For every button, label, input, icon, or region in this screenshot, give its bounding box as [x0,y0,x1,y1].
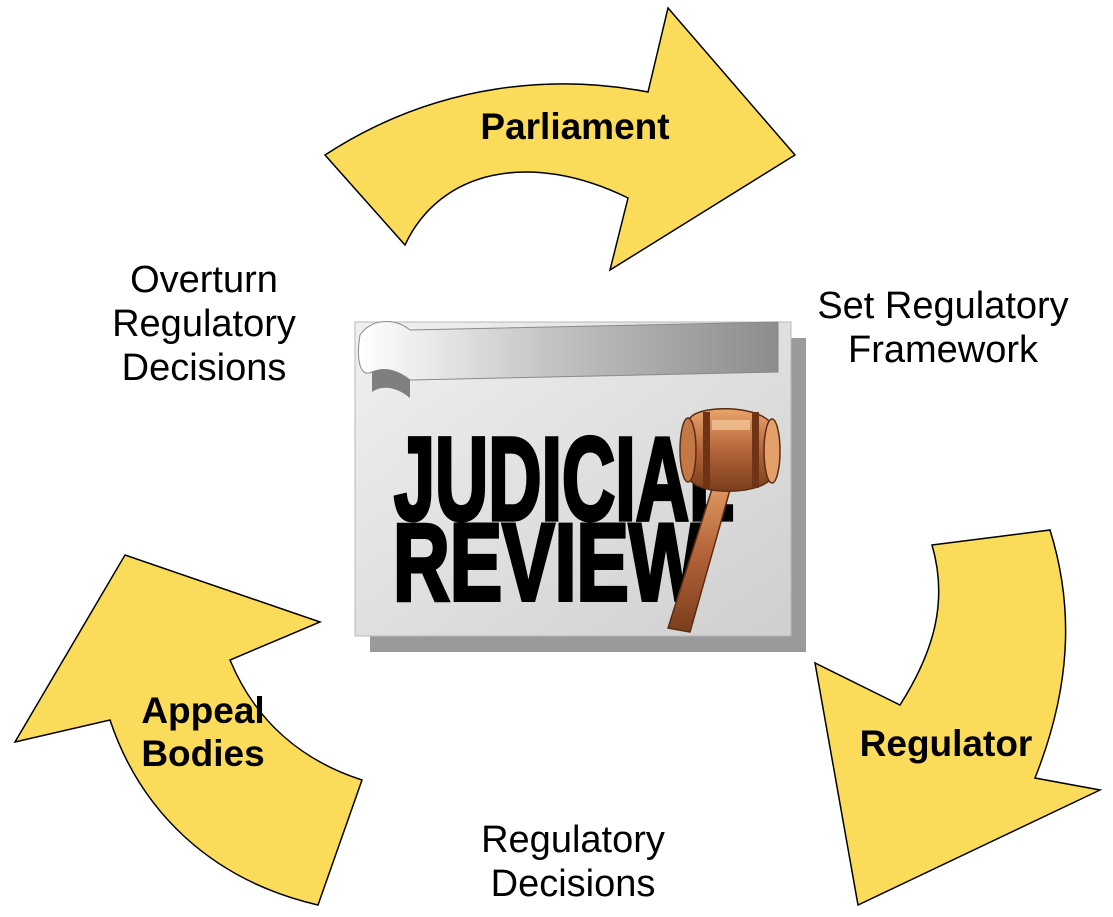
appeal-bodies-line-1: Appeal [141,690,265,731]
overturn-line-3: Decisions [121,347,287,390]
regulator-label: Regulator [826,723,1066,766]
regulatory-decisions-label: Regulatory Decisions [430,818,716,906]
overturn-line-1: Overturn [130,259,278,301]
judicial-review-image: JUDICIAL REVIEW [354,321,806,652]
set-framework-line-2: Framework [847,329,1039,372]
parliament-text: Parliament [480,106,670,147]
parliament-arrow [323,6,797,272]
regulator-arrow [814,529,1103,907]
parliament-label: Parliament [445,106,705,149]
regulator-text: Regulator [859,723,1033,764]
regulatory-decisions-line-1: Regulatory [481,819,665,861]
appeal-bodies-line-2: Bodies [141,732,265,774]
appeal-bodies-label: Appeal Bodies [108,690,298,776]
overturn-decisions-label: Overturn Regulatory Decisions [70,258,338,390]
review-title: REVIEW [393,502,703,624]
regulatory-decisions-line-2: Decisions [490,863,656,906]
set-framework-line-1: Set Regulatory [817,285,1069,327]
overturn-line-2: Regulatory [112,303,296,346]
appeal-bodies-arrow [13,554,363,906]
set-framework-label: Set Regulatory Framework [778,284,1108,372]
gavel-icon [667,408,781,633]
judicial-title: JUDICIAL [394,414,734,545]
